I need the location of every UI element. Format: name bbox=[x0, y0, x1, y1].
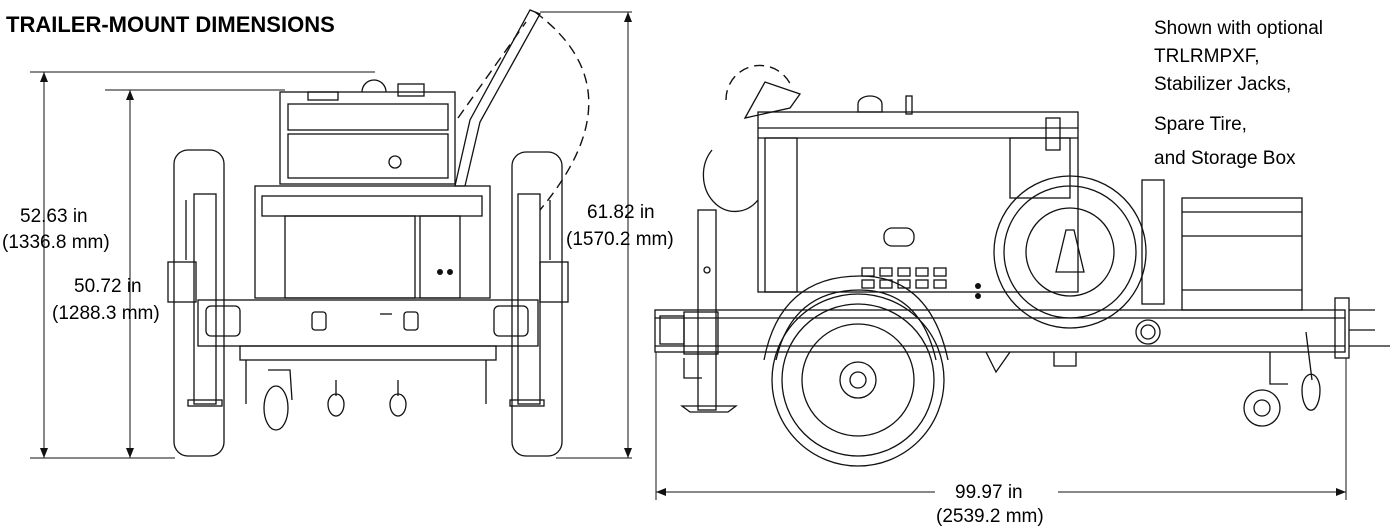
overall-height-raised-in: 52.63 in bbox=[20, 206, 88, 227]
note-line-5: and Storage Box bbox=[1154, 148, 1296, 169]
side-view-machine bbox=[654, 64, 1390, 467]
height-mm: (1288.3 mm) bbox=[52, 303, 160, 324]
note-line-1: Shown with optional bbox=[1154, 18, 1323, 39]
note-line-3: Stabilizer Jacks, bbox=[1154, 74, 1291, 95]
length-mm: (2539.2 mm) bbox=[936, 506, 1044, 527]
rear-view-dimension-lines bbox=[30, 11, 632, 459]
diagram-title: TRAILER-MOUNT DIMENSIONS bbox=[6, 12, 335, 37]
height-lid-open-mm: (1570.2 mm) bbox=[566, 229, 674, 250]
optional-equipment-note: Shown with optional TRLRMPXF, Stabilizer… bbox=[1154, 18, 1323, 169]
side-view-dimension-lines bbox=[655, 352, 1347, 500]
length-in: 99.97 in bbox=[955, 482, 1023, 503]
rear-view-machine bbox=[167, 9, 590, 457]
height-in: 50.72 in bbox=[74, 276, 142, 297]
overall-height-raised-mm: (1336.8 mm) bbox=[2, 232, 110, 253]
note-line-2: TRLRMPXF, bbox=[1154, 46, 1260, 67]
height-lid-open-in: 61.82 in bbox=[587, 202, 655, 223]
note-line-4: Spare Tire, bbox=[1154, 114, 1247, 135]
